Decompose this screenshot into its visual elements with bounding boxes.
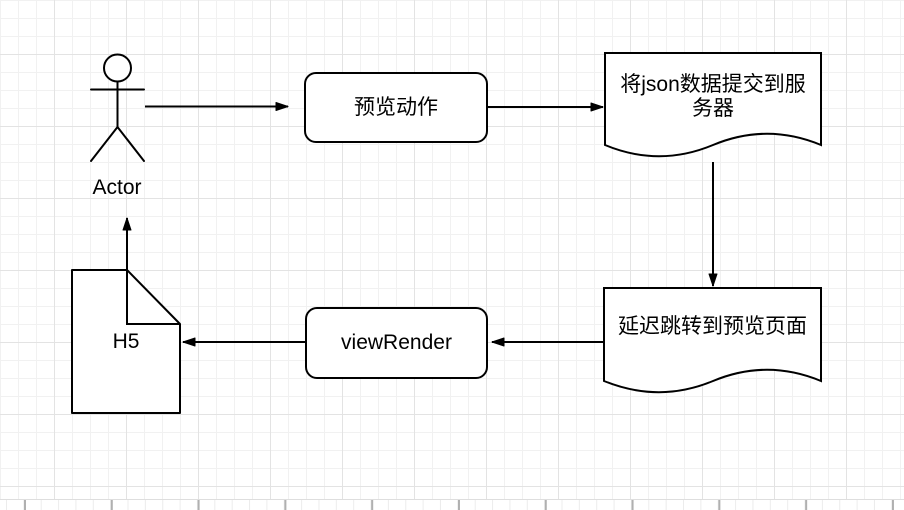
node-view-render-shape[interactable] [305,307,488,379]
submit-json-label-line1: 将json数据提交到服 [620,72,806,96]
preview-action-label[interactable]: 预览动作 [354,95,438,119]
submit-json-label-line2: 务器 [692,96,734,120]
actor-label[interactable]: Actor [92,175,142,199]
node-h5-shape[interactable] [71,269,181,414]
node-delay-redirect-shape[interactable] [603,287,822,394]
bottom-ruler [0,499,904,510]
node-preview-action-shape[interactable] [304,72,488,143]
h5-label[interactable]: H5 [112,330,140,353]
view-render-label[interactable]: viewRender [341,331,452,354]
submit-json-label[interactable]: 将json数据提交到服 务器 [607,57,819,136]
node-actor-shape[interactable] [90,53,145,162]
delay-redirect-label[interactable]: 延迟跳转到预览页面 [618,315,807,338]
node-submit-json-shape[interactable] [604,52,822,158]
